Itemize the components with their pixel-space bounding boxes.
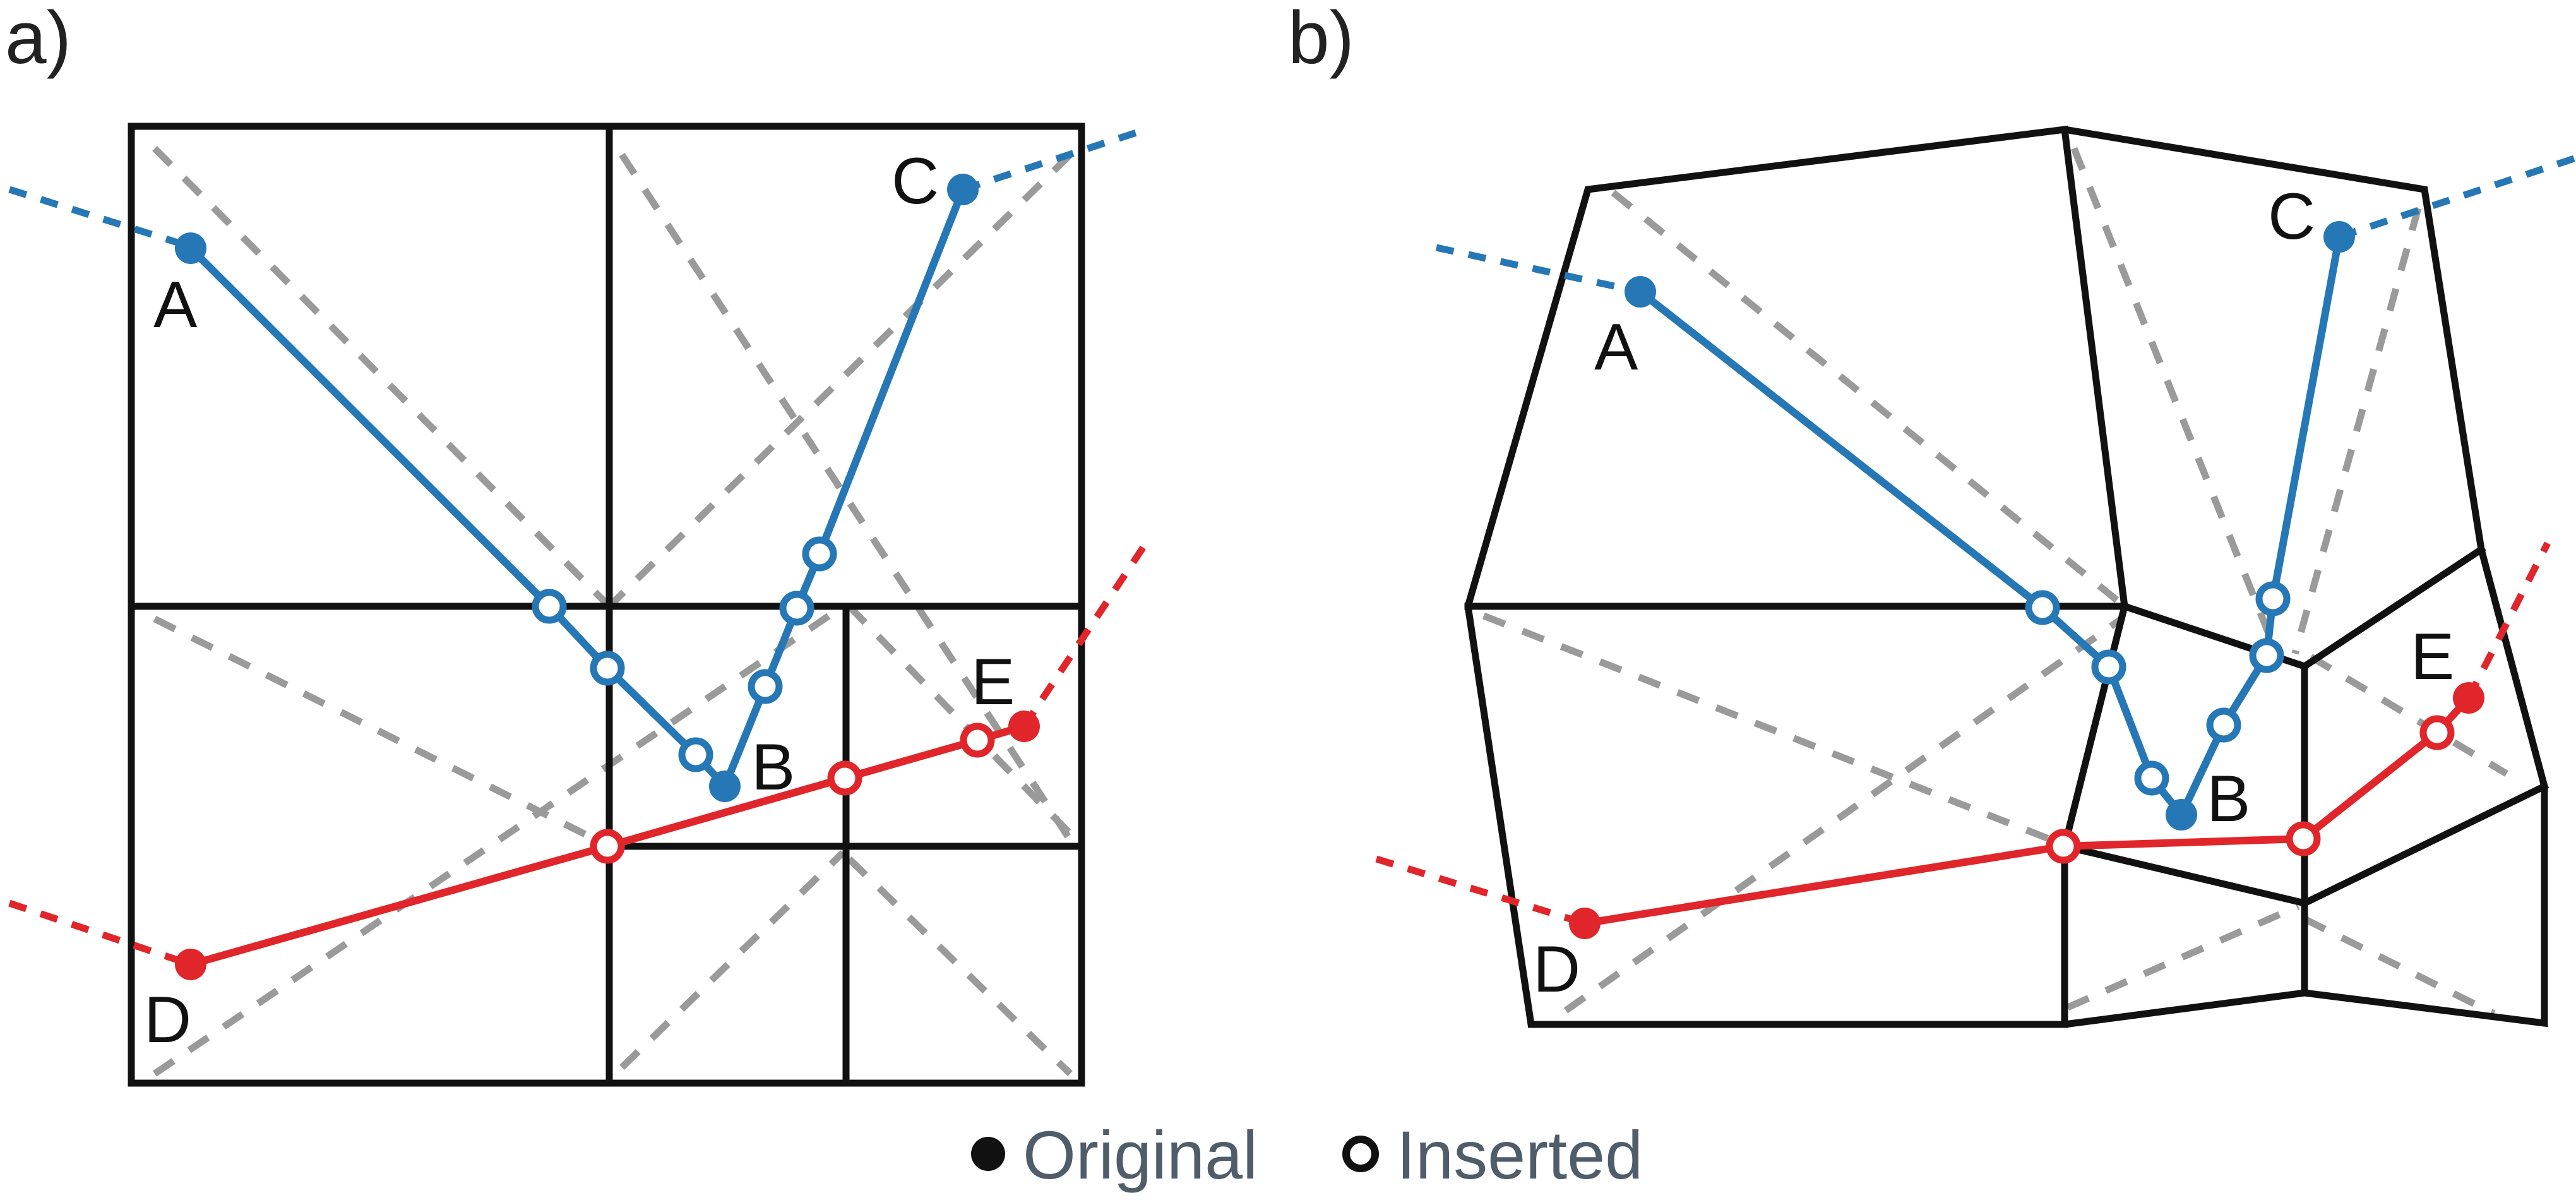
label-a: A <box>1594 311 1638 384</box>
inserted-point <box>532 589 567 624</box>
point-b <box>2166 799 2197 831</box>
panel-a-label: a) <box>5 0 71 80</box>
inserted-point <box>802 536 837 572</box>
panel-a-blue-path <box>8 126 1147 802</box>
inserted-point <box>960 723 995 758</box>
inserted-point <box>748 669 783 704</box>
inserted-point <box>2025 590 2060 625</box>
panel-b-blue-path <box>1435 154 2576 831</box>
point-c <box>2323 221 2355 253</box>
point-a <box>1625 276 1656 308</box>
original-point-icon <box>971 1137 1005 1171</box>
inserted-point <box>779 591 814 626</box>
panel-a-grid <box>128 123 1085 1087</box>
label-e: E <box>2411 620 2454 693</box>
inserted-point <box>2255 581 2291 616</box>
panel-b-labels: A C B E D <box>1533 180 2454 1006</box>
panel-b-grid <box>1464 125 2549 1028</box>
label-d: D <box>1533 933 1580 1006</box>
label-b: B <box>2207 762 2250 836</box>
inserted-point <box>2091 649 2126 685</box>
panel-a-labels: A C B E D <box>144 145 1015 1057</box>
point-b <box>709 771 741 802</box>
label-b: B <box>751 731 795 804</box>
inserted-point <box>2134 760 2169 796</box>
legend-original-label: Original <box>1023 1117 1258 1193</box>
legend-inserted-label: Inserted <box>1397 1117 1643 1193</box>
inserted-point <box>2249 638 2284 673</box>
inserted-point <box>827 760 862 796</box>
point-c <box>947 174 979 205</box>
label-c: C <box>2268 180 2315 253</box>
inserted-point <box>2046 829 2081 864</box>
inserted-point <box>2206 707 2241 743</box>
panel-b-diagonals <box>1482 147 2508 1017</box>
point-d <box>175 949 206 980</box>
label-e: E <box>971 645 1015 719</box>
inserted-point <box>590 651 625 686</box>
panel-a-red-path <box>8 541 1149 980</box>
panel-a-diagonals <box>152 146 1073 1077</box>
panel-b: b) <box>1288 0 2576 1028</box>
label-d: D <box>144 983 191 1057</box>
panel-a: a) <box>5 0 1149 1087</box>
point-e <box>1008 711 1040 742</box>
label-a: A <box>153 268 198 342</box>
label-c: C <box>891 145 939 218</box>
point-d <box>1569 908 1601 939</box>
inserted-point <box>678 737 713 772</box>
inserted-point <box>590 829 625 864</box>
legend: Original Inserted <box>971 1117 1643 1193</box>
point-e <box>2453 682 2484 714</box>
inserted-point <box>2419 715 2455 750</box>
panel-b-label: b) <box>1288 0 1354 80</box>
panel-b-red-path <box>1375 541 2551 939</box>
point-a <box>175 232 206 264</box>
inserted-point <box>2286 821 2321 856</box>
inserted-point-icon <box>1342 1136 1379 1172</box>
